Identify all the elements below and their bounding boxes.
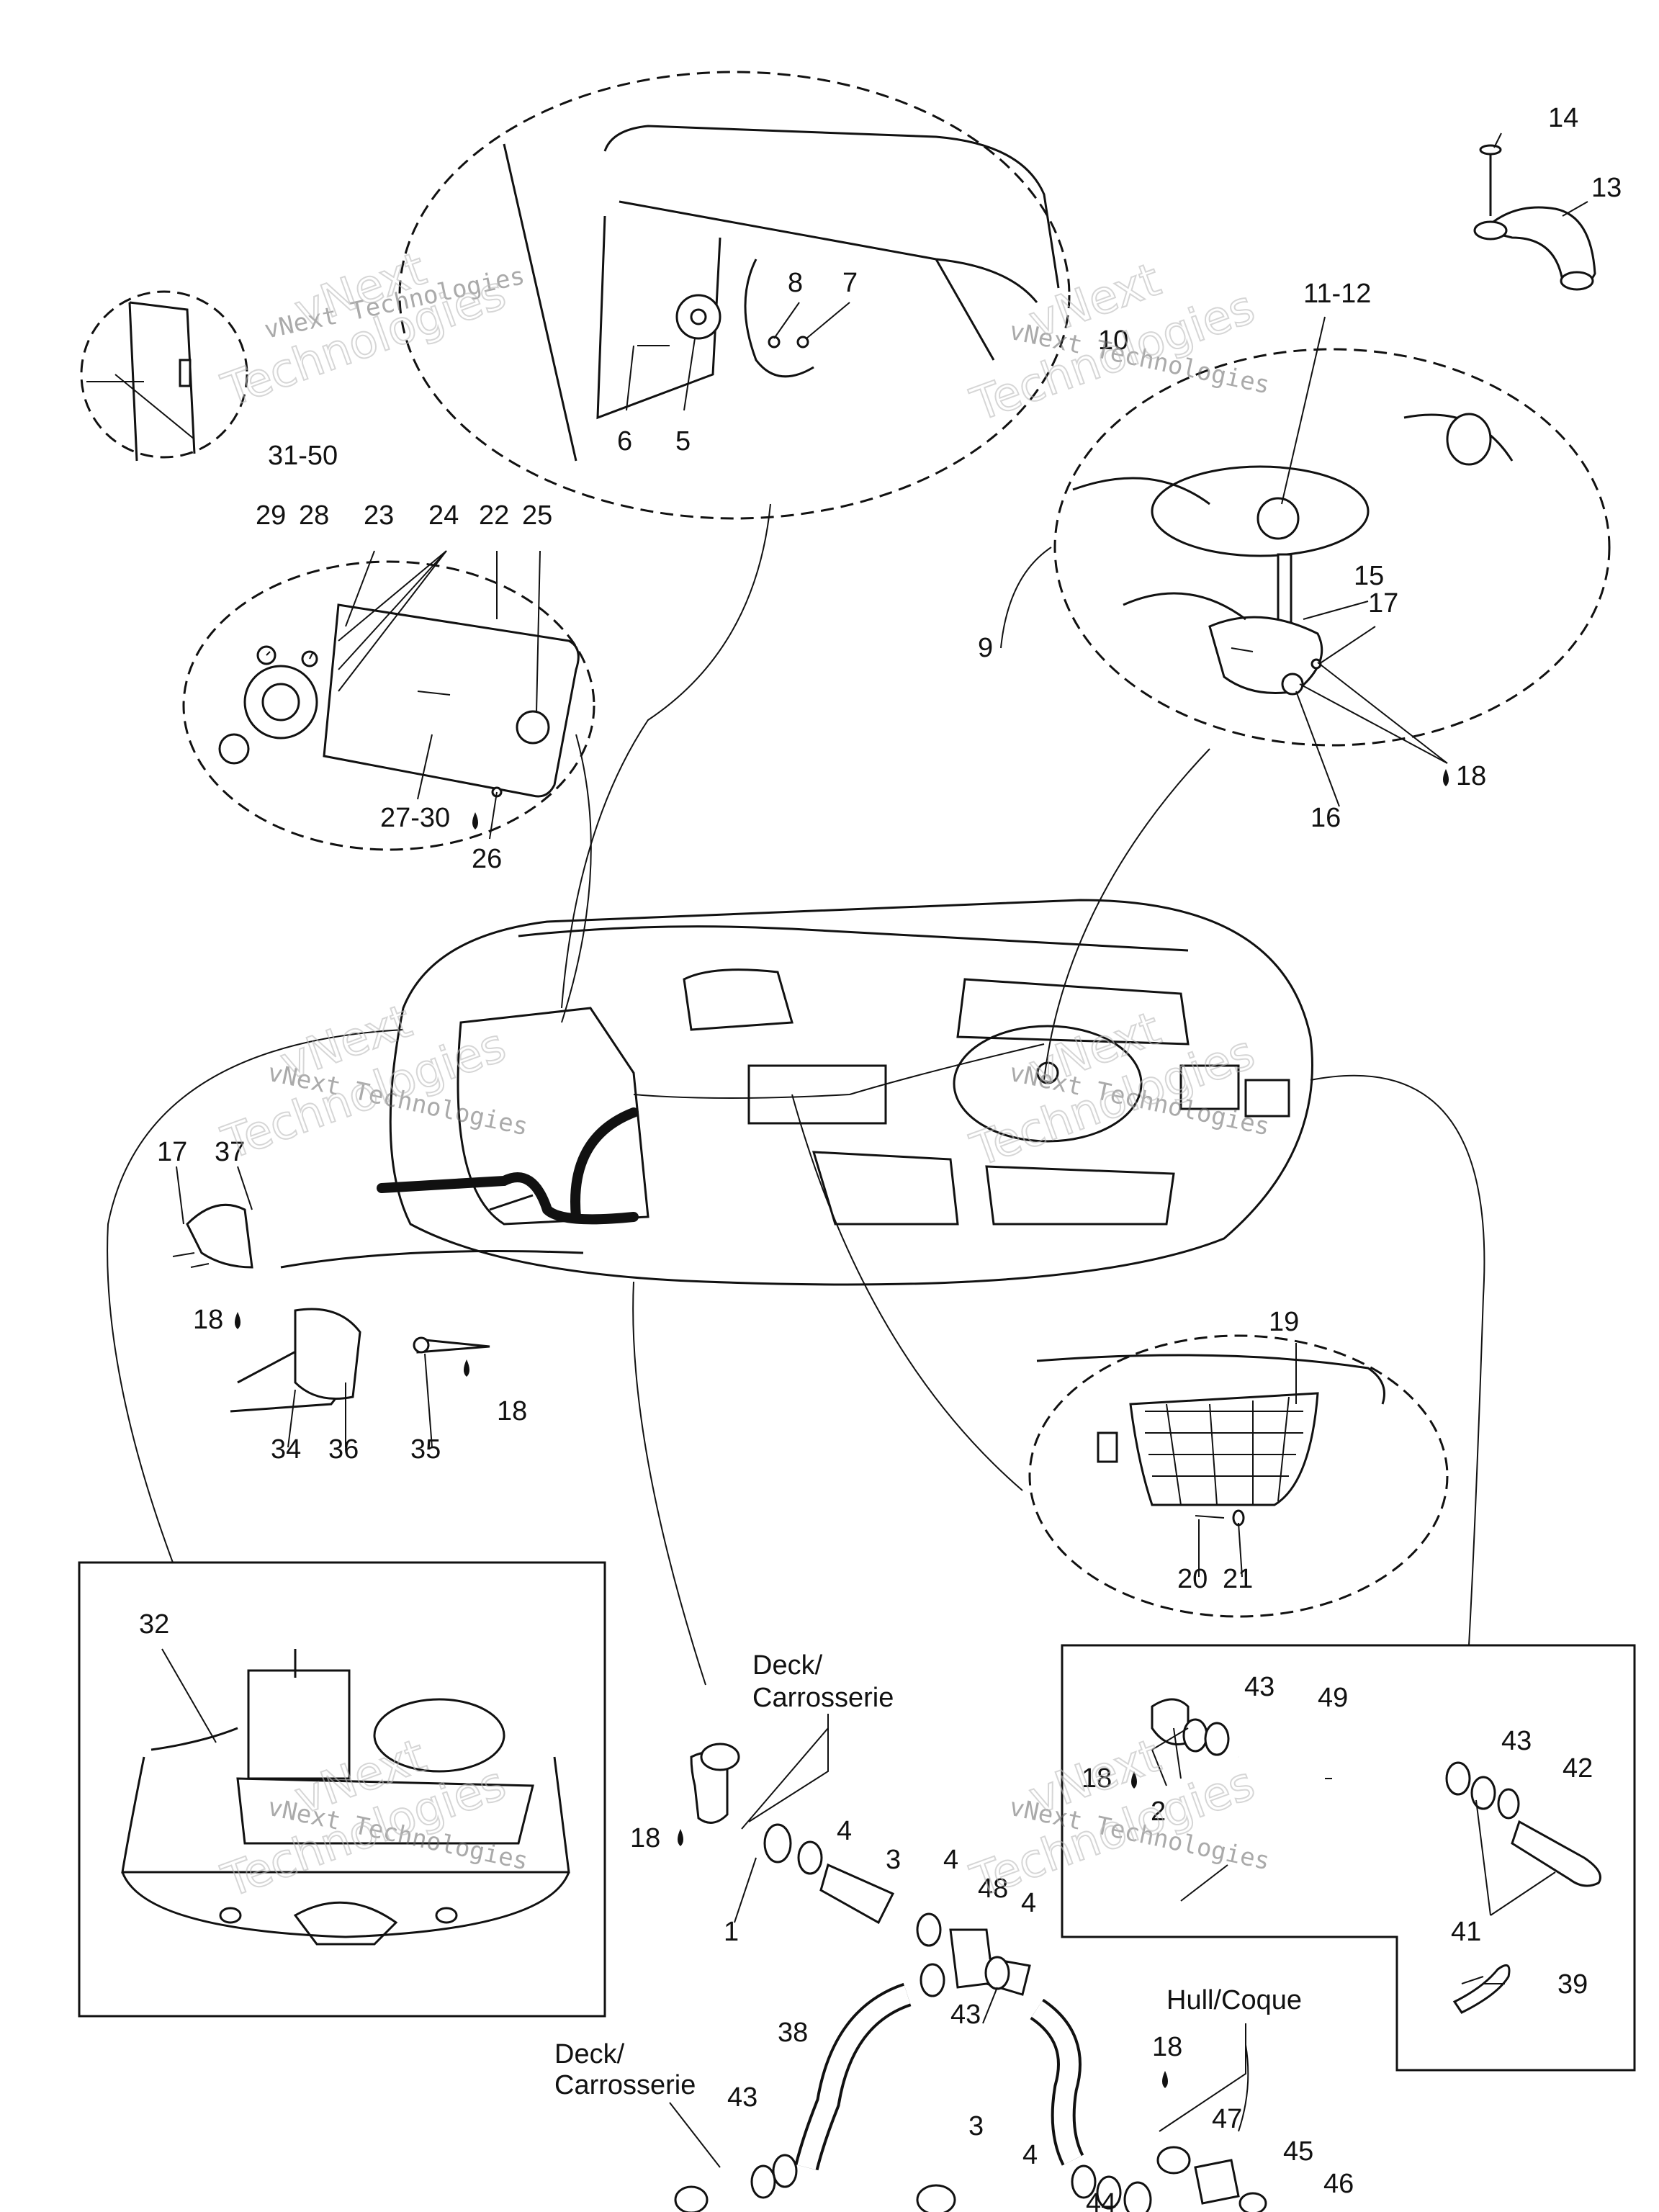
label-27-30: 27-30 (380, 803, 450, 833)
label-44: 44 (1086, 2188, 1116, 2212)
label-45: 45 (1283, 2136, 1313, 2167)
label-37: 37 (215, 1137, 245, 1167)
leader-lines (114, 132, 1588, 2132)
label-4a: 4 (837, 1816, 852, 1846)
label-3b: 3 (968, 2111, 984, 2141)
label-4d: 4 (1022, 2140, 1038, 2170)
label-1: 1 (724, 1917, 739, 1947)
label-18-right: 18 (1456, 761, 1486, 791)
label-35: 35 (410, 1434, 441, 1465)
label-4b: 4 (943, 1845, 958, 1875)
detail-circle-storage (182, 560, 595, 851)
label-17-right: 17 (1368, 588, 1398, 619)
drop-icon (472, 812, 478, 830)
label-43b: 43 (727, 2082, 757, 2113)
label-28: 28 (299, 500, 329, 531)
label-24: 24 (428, 500, 459, 531)
label-43a: 43 (950, 2000, 981, 2030)
label-36: 36 (328, 1434, 359, 1465)
detail-circle-right (1053, 348, 1611, 747)
label-43d: 43 (1501, 1726, 1532, 1756)
label-5: 5 (675, 426, 691, 457)
label-10: 10 (1098, 325, 1128, 356)
label-23: 23 (364, 500, 394, 531)
drop-icon (678, 1829, 683, 1846)
drop-icon (1443, 769, 1449, 786)
label-9: 9 (978, 633, 993, 663)
drop-icon (464, 1359, 469, 1377)
label-25: 25 (522, 500, 552, 531)
drop-icons (235, 769, 1449, 2088)
drop-icon (1131, 1771, 1137, 1789)
label-47: 47 (1212, 2104, 1242, 2134)
label-41: 41 (1451, 1917, 1481, 1947)
label-42: 42 (1563, 1753, 1593, 1784)
caption-deck-bottom-1: Deck/ (554, 2039, 625, 2069)
detail-circle-net (1028, 1334, 1449, 1618)
label-18-left-b: 18 (497, 1396, 527, 1426)
label-20: 20 (1177, 1564, 1208, 1594)
caption-deck-bottom-2: Carrosserie (554, 2070, 696, 2100)
label-34: 34 (271, 1434, 301, 1465)
label-18-left-a: 18 (193, 1305, 223, 1335)
drop-icon (1162, 2071, 1168, 2088)
label-18-kit: 18 (1082, 1763, 1112, 1794)
label-29: 29 (256, 500, 286, 531)
label-11-12: 11-12 (1303, 279, 1371, 309)
part-labels: 5 6 7 8 31-50 29 28 23 24 22 25 27-30 26… (139, 103, 1622, 2212)
label-8: 8 (788, 268, 803, 298)
label-3a: 3 (886, 1845, 901, 1875)
detail-circle-top (398, 71, 1071, 520)
label-49: 49 (1318, 1683, 1348, 1713)
caption-deck-top-1: Deck/ (752, 1650, 823, 1681)
label-4c: 4 (1021, 1888, 1036, 1918)
label-2: 2 (1151, 1797, 1166, 1827)
label-38: 38 (778, 2018, 808, 2048)
label-31-50: 31-50 (268, 441, 338, 471)
label-43c: 43 (1244, 1672, 1274, 1702)
label-6: 6 (617, 426, 632, 457)
label-32: 32 (139, 1609, 169, 1640)
label-18-hull: 18 (1152, 2032, 1182, 2062)
label-16: 16 (1310, 803, 1341, 833)
label-14: 14 (1548, 103, 1578, 133)
watermarks: vNext Technologies vNext Technologies vN… (215, 242, 1272, 1910)
caption-deck-top-2: Carrosserie (752, 1683, 894, 1713)
label-46: 46 (1323, 2169, 1354, 2199)
label-13: 13 (1591, 173, 1622, 203)
watercraft-deck (377, 899, 1313, 1286)
label-15: 15 (1354, 561, 1384, 591)
label-17-left: 17 (157, 1137, 187, 1167)
label-39: 39 (1557, 1969, 1588, 2000)
label-21: 21 (1223, 1564, 1253, 1594)
label-48: 48 (978, 1874, 1008, 1904)
label-26: 26 (472, 844, 502, 874)
label-7: 7 (842, 268, 858, 298)
drop-icon (235, 1312, 240, 1329)
label-19: 19 (1269, 1307, 1299, 1337)
label-18-deck: 18 (630, 1823, 660, 1853)
caption-hull: Hull/Coque (1166, 1985, 1302, 2015)
label-22: 22 (479, 500, 509, 531)
hose-assembly (674, 1743, 1267, 2212)
vent-assembly-left (172, 1203, 584, 1413)
clamp-13-14 (1473, 144, 1596, 291)
detail-circle-top-left (80, 290, 248, 462)
connector-curves (107, 503, 1485, 1686)
inset-hose-kit (1061, 1644, 1636, 2072)
inset-rear-view (78, 1561, 606, 2018)
